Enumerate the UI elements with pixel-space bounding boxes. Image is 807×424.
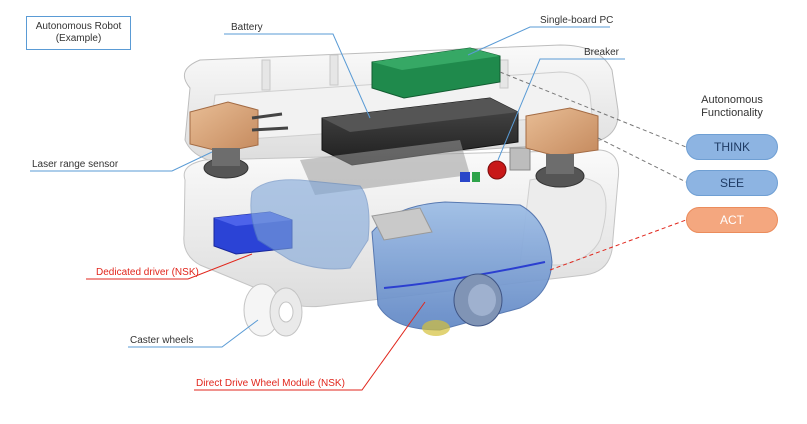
single-board-pc-part: [371, 47, 501, 99]
act-pill: ACT: [686, 207, 778, 233]
breaker-part: [460, 147, 531, 182]
module-housing-left: [250, 179, 370, 270]
leader-lines-red: [86, 253, 426, 391]
breaker-leader: [497, 58, 625, 161]
think-pill: THINK: [686, 134, 778, 160]
functionality-connectors: [499, 71, 687, 271]
functionality-heading: Autonomous Functionality: [686, 94, 778, 120]
caster-wheels-label: Caster wheels: [130, 335, 194, 346]
battery-leader: [224, 33, 371, 119]
laser-range-sensor-right: [525, 107, 599, 188]
breaker-label: Breaker: [584, 47, 620, 58]
act-connector: [549, 219, 687, 271]
single-board-pc-label: Single-board PC: [540, 15, 614, 26]
direct-drive-module-leader: [194, 301, 426, 391]
dedicated-driver-leader: [86, 253, 253, 280]
caster-wheels-leader: [128, 319, 259, 348]
diagram-title: Autonomous Robot: [35, 21, 122, 32]
think-connector: [499, 71, 687, 148]
single-board-pc-leader: [467, 26, 610, 56]
battery-part: [300, 97, 519, 195]
see-pill: SEE: [686, 170, 778, 196]
laser-range-sensor-label: Laser range sensor: [32, 159, 119, 170]
diagram-subtitle: (Example): [55, 33, 102, 44]
see-connector: [597, 137, 687, 183]
battery-label: Battery: [231, 22, 263, 33]
laser-sensor-leader: [30, 151, 213, 172]
dedicated-driver-label: Dedicated driver (NSK): [96, 267, 199, 278]
direct-drive-wheel-module-label: Direct Drive Wheel Module (NSK): [196, 378, 345, 389]
functionality-heading-line1: Autonomous: [701, 94, 763, 106]
diagram-title-box: Autonomous Robot (Example): [26, 16, 131, 50]
laser-range-sensor-left: [189, 101, 289, 179]
leader-lines-blue: [30, 26, 625, 348]
direct-drive-wheel-module-part: [371, 201, 553, 336]
caster-wheel-part: [243, 283, 303, 337]
functionality-heading-line2: Functionality: [701, 107, 763, 119]
